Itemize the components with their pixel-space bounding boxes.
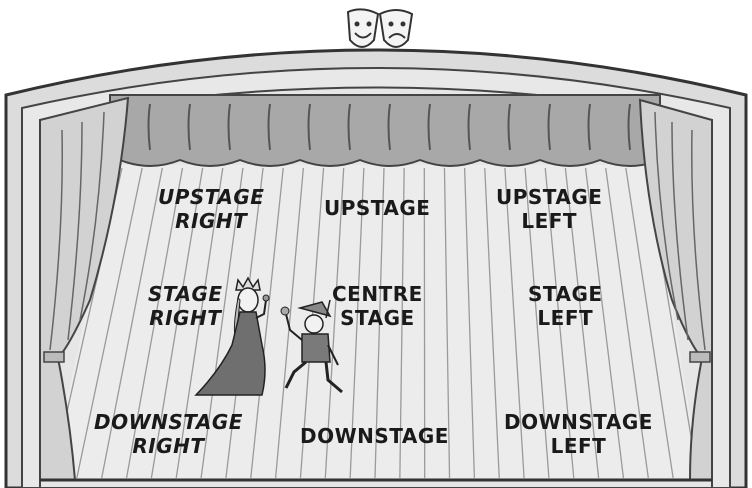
label-upstage-line1: UPSTAGE xyxy=(324,196,430,220)
label-downstage-right: DOWNSTAGE RIGHT xyxy=(94,410,243,458)
label-downstage-right-line1: DOWNSTAGE xyxy=(94,410,243,434)
label-stage-right: STAGE RIGHT xyxy=(148,282,223,330)
label-centre-stage: CENTRE STAGE xyxy=(332,282,423,330)
back-valance xyxy=(110,95,660,166)
label-downstage-line1: DOWNSTAGE xyxy=(300,424,449,448)
label-stage-right-line1: STAGE xyxy=(148,282,223,306)
label-stage-left-line2: LEFT xyxy=(528,306,603,330)
label-upstage-right-line1: UPSTAGE xyxy=(158,185,264,209)
label-upstage: UPSTAGE xyxy=(324,196,430,220)
label-centre-stage-line2: STAGE xyxy=(332,306,423,330)
right-curtain-tieback xyxy=(690,352,710,362)
label-upstage-left-line2: LEFT xyxy=(496,209,602,233)
label-upstage-left-line1: UPSTAGE xyxy=(496,185,602,209)
label-downstage-left-line2: LEFT xyxy=(504,434,653,458)
label-upstage-left: UPSTAGE LEFT xyxy=(496,185,602,233)
label-downstage-right-line2: RIGHT xyxy=(94,434,243,458)
label-stage-left: STAGE LEFT xyxy=(528,282,603,330)
label-stage-left-line1: STAGE xyxy=(528,282,603,306)
comedy-tragedy-masks-icon xyxy=(348,9,412,47)
label-upstage-right-line2: RIGHT xyxy=(158,209,264,233)
label-downstage-left: DOWNSTAGE LEFT xyxy=(504,410,653,458)
label-centre-stage-line1: CENTRE xyxy=(332,282,423,306)
left-curtain-tieback xyxy=(44,352,64,362)
label-upstage-right: UPSTAGE RIGHT xyxy=(158,185,264,233)
label-stage-right-line2: RIGHT xyxy=(148,306,223,330)
label-downstage: DOWNSTAGE xyxy=(300,424,449,448)
label-downstage-left-line1: DOWNSTAGE xyxy=(504,410,653,434)
